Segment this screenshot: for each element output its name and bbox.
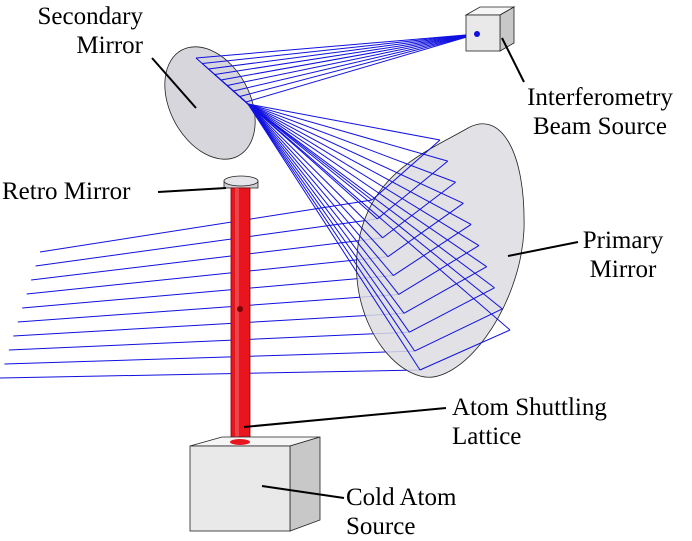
label-lattice-line2: Lattice (452, 423, 522, 450)
collimated-beam-line (17, 293, 399, 323)
fan-beam-to-primary (247, 103, 495, 289)
primary-mirror-beam-line (398, 245, 480, 295)
fan-beam-to-primary-inner (247, 103, 400, 295)
leader-secondary-mirror (151, 57, 197, 109)
collimated-beam-lines (0, 199, 421, 379)
secondary-mirror (164, 46, 256, 160)
secondary-internal-beam (245, 101, 249, 105)
source-beam-to-secondary (220, 33, 478, 81)
leader-lattice (243, 407, 447, 428)
fan-beam-to-primary-inner (247, 103, 394, 276)
source-beam-to-secondary (227, 33, 478, 86)
fan-beam-to-primary (247, 103, 472, 225)
leader-cold-atom-source (261, 485, 345, 499)
fan-beam-to-primary-inner (247, 103, 416, 352)
fan-beam-to-primary (247, 103, 441, 141)
label-interferometry-source: Interferometry Beam Source (508, 83, 692, 141)
label-lattice: Atom Shuttling Lattice (452, 393, 607, 451)
interferometry-beam-source-cube (464, 6, 516, 52)
label-cold-atom-source-line1: Cold Atom (346, 484, 457, 511)
fan-beam-to-primary (247, 103, 464, 204)
fan-beam-to-primary (247, 103, 456, 183)
primary-mirror-beam-line (382, 181, 456, 239)
fan-beam-to-primary-inner (247, 103, 384, 239)
leader-retro-mirror (157, 187, 227, 193)
source-beam-to-secondary (214, 33, 478, 75)
fan-beam-to-primary-inner (247, 103, 405, 314)
collimated-beam-line (4, 350, 415, 365)
label-primary-mirror-line1: Primary (582, 227, 664, 254)
source-beam-to-secondary (239, 33, 478, 97)
label-retro-mirror: Retro Mirror (2, 177, 130, 206)
primary-mirror-beam-line (387, 202, 464, 258)
label-cold-atom-source-line2: Source (346, 513, 416, 540)
leader-interferometry-source (501, 37, 525, 83)
primary-mirror-beam-line (409, 287, 495, 333)
fan-beam-to-primary-inner (247, 103, 410, 333)
primary-mirror-beam-line (371, 139, 441, 201)
label-cold-atom-source: Cold Atom Source (346, 483, 456, 541)
label-interferometry-source-line1: Interferometry (527, 84, 673, 111)
label-primary-mirror-line2: Mirror (589, 256, 657, 283)
fan-beam-to-primary (247, 103, 480, 246)
collimated-beam-line (35, 218, 378, 267)
collimated-beam-line (31, 237, 383, 281)
interferometry-beam-fan (195, 33, 511, 371)
fan-beam-to-primary (247, 103, 448, 162)
fan-beam-to-primary (247, 103, 511, 331)
collimated-beam-line (39, 199, 373, 253)
fan-beam-to-primary-inner (247, 103, 389, 258)
fan-beam-to-primary (247, 103, 503, 310)
retro-mirror (223, 175, 259, 189)
label-primary-mirror: Primary Mirror (568, 226, 678, 284)
primary-mirror-beam-line (403, 266, 487, 314)
label-lattice-line1: Atom Shuttling (452, 394, 607, 421)
primary-mirror-beam-line (414, 308, 503, 352)
source-beam-to-secondary (245, 33, 478, 103)
source-beam-to-secondary (195, 33, 478, 59)
label-secondary-mirror: Secondary Mirror (0, 2, 143, 60)
collimated-beam-line (8, 331, 410, 351)
atom-shuttling-lattice (230, 187, 251, 447)
label-secondary-mirror-line1: Secondary (37, 3, 143, 30)
fan-beam-to-primary-inner (247, 103, 421, 371)
label-retro-mirror-text: Retro Mirror (2, 178, 131, 205)
source-beam-to-secondary (233, 33, 478, 92)
primary-mirror-beam-line (419, 329, 511, 371)
collimated-beam-line (0, 369, 421, 379)
source-beam-to-secondary (202, 33, 478, 64)
collimated-beam-line (13, 312, 405, 337)
collimated-beam-line (22, 275, 394, 309)
leader-primary-mirror (507, 241, 579, 257)
label-secondary-mirror-line2: Mirror (76, 32, 143, 59)
source-beam-to-secondary (208, 33, 478, 70)
fan-beam-to-primary (247, 103, 487, 268)
label-interferometry-source-line2: Beam Source (533, 113, 667, 140)
leader-lines (151, 37, 579, 499)
collimated-beam-line (26, 256, 389, 295)
cold-atom-source-cube (189, 436, 321, 532)
